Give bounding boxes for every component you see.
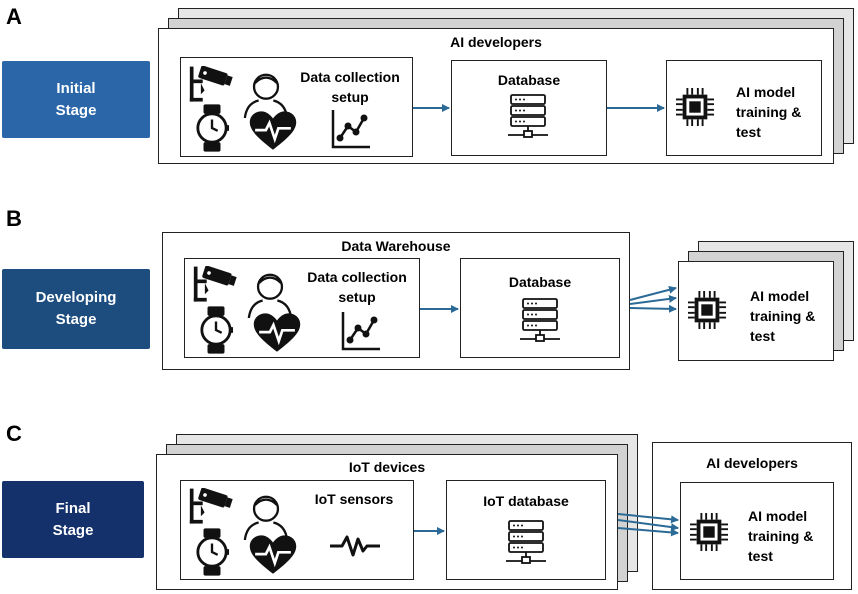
panel-a-model-box: [666, 60, 822, 156]
panel-a-container-title: AI developers: [450, 34, 542, 50]
collection-label-line-2: setup: [338, 289, 376, 305]
panel-b-container-title: Data Warehouse: [341, 238, 451, 254]
panel-b-collection-label: Data collection setup: [296, 267, 418, 307]
smartwatch-icon: [195, 104, 229, 152]
stage-line-2: Stage: [55, 101, 97, 119]
collection-label-line-2: setup: [331, 89, 369, 105]
heart-pulse-icon: [248, 110, 298, 152]
panel-b-database-label: Database: [508, 274, 572, 290]
panel-c-database-label: IoT database: [483, 493, 569, 509]
line-chart-icon: [330, 110, 370, 150]
server-database-icon: [520, 298, 560, 342]
chip-icon: [688, 291, 726, 329]
panel-c-letter: C: [6, 421, 22, 446]
stage-line-2: Stage: [55, 311, 97, 328]
model-label-line-2: training &: [750, 308, 816, 324]
cctv-camera-icon: [188, 66, 234, 104]
panel-b-model-label: AI model training & test: [750, 286, 832, 346]
panel-c-sensors-label: IoT sensors: [296, 489, 412, 509]
panel-a-database-label: Database: [497, 72, 561, 88]
model-label-line-1: AI model: [736, 84, 796, 100]
chip-icon: [676, 88, 714, 126]
model-label-line-1: AI model: [748, 508, 808, 524]
panel-c-container-title: IoT devices: [348, 459, 426, 475]
server-database-icon: [506, 520, 546, 564]
stage-line-1: Initial: [56, 79, 96, 97]
smartwatch-icon: [195, 528, 229, 576]
signal-wave-icon: [330, 534, 380, 558]
collection-label-line-1: IoT sensors: [314, 491, 394, 507]
panel-b-letter: B: [6, 206, 22, 231]
line-chart-icon: [340, 312, 380, 352]
model-label-line-1: AI model: [750, 288, 810, 304]
panel-a-collection-label: Data collection setup: [290, 67, 410, 107]
heart-pulse-icon: [252, 312, 302, 354]
panel-a-model-label: AI model training & test: [736, 82, 820, 142]
smartwatch-icon: [199, 306, 233, 354]
stage-line-1: Final: [55, 499, 91, 517]
server-database-icon: [508, 94, 548, 138]
stage-line-1: Developing: [35, 289, 117, 306]
heart-pulse-icon: [248, 534, 298, 576]
collection-label-line-1: Data collection: [307, 269, 407, 285]
model-label-line-2: training &: [748, 528, 814, 544]
cctv-camera-icon: [192, 266, 238, 304]
cctv-camera-icon: [188, 488, 234, 526]
model-label-line-3: test: [736, 124, 761, 140]
arrow-b-database-to-model-2: [629, 294, 677, 305]
panel-c-developers-title: AI developers: [706, 455, 798, 471]
chip-icon: [690, 513, 728, 551]
collection-label-line-1: Data collection: [300, 69, 400, 85]
arrow-b-database-to-model-3: [629, 304, 677, 313]
panel-a-letter: A: [6, 4, 22, 29]
model-label-line-3: test: [750, 328, 775, 344]
arrow-b-database-to-model-1: [629, 285, 677, 301]
stage-line-2: Stage: [52, 521, 94, 539]
panel-a-database-box: [451, 60, 607, 156]
model-label-line-3: test: [748, 548, 773, 564]
model-label-line-2: training &: [736, 104, 802, 120]
panel-c-model-label: AI model training & test: [748, 506, 832, 566]
